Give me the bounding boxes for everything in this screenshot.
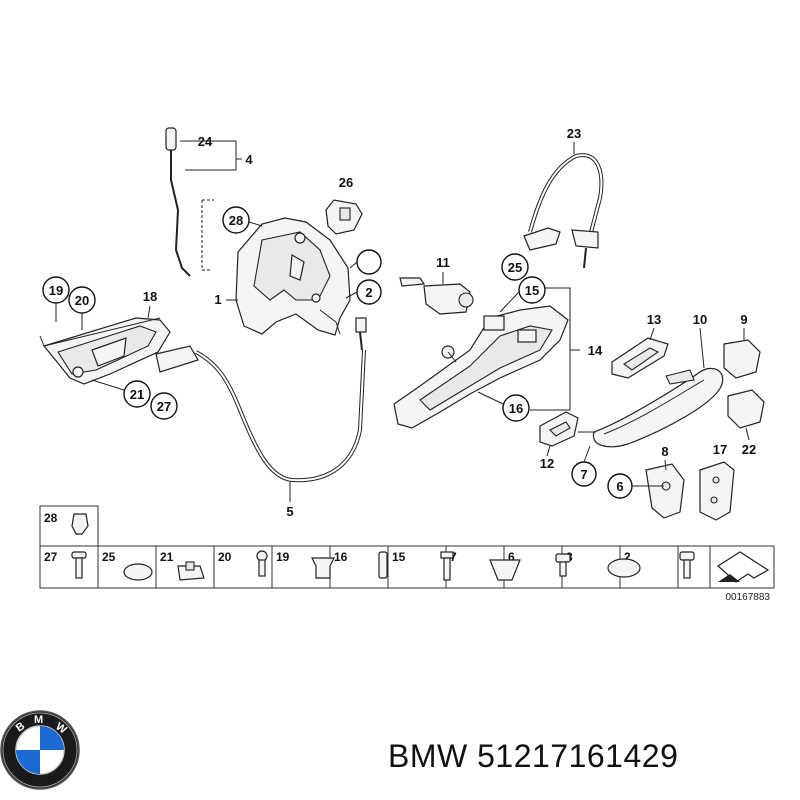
callout-4: 4 [245, 152, 253, 167]
table-label-16: 16 [334, 550, 348, 564]
callout-11: 11 [436, 255, 450, 270]
logo-letter-m: M [34, 714, 43, 726]
callout-12: 12 [540, 456, 554, 471]
callout-6: 6 [616, 479, 623, 494]
part-gasket-13 [611, 337, 669, 379]
callout-17: 17 [713, 442, 727, 457]
callout-9: 9 [740, 312, 747, 327]
reference-code: 00167883 [726, 592, 771, 603]
part-clip-26 [325, 199, 363, 235]
table-label-2: 2 [624, 550, 631, 564]
table-part-icons [71, 513, 770, 583]
callout-13: 13 [647, 312, 661, 327]
part-cylinder-11 [399, 277, 474, 315]
part-cap-22 [727, 389, 765, 429]
callout-23: 23 [567, 126, 581, 141]
leader-4 [185, 159, 237, 171]
parts-table [39, 505, 775, 589]
part-cover-17 [699, 461, 735, 521]
callout-10: 10 [693, 312, 707, 327]
part-cap-9 [723, 339, 761, 379]
callout-1: 1 [214, 292, 221, 307]
callout-24: 24 [198, 134, 213, 149]
callout-27: 27 [157, 399, 171, 414]
bmw-logo: B M W [0, 710, 80, 790]
part-gasket-12 [539, 411, 579, 447]
table-label-15: 15 [392, 550, 406, 564]
callout-16: 16 [509, 401, 523, 416]
callout-18: 18 [143, 289, 157, 304]
brand-part-number-title: BMW 51217161429 [388, 738, 679, 774]
part-inner-handle-18 [42, 317, 199, 385]
part-outer-handle-10 [592, 367, 724, 448]
callout-20: 20 [75, 293, 89, 308]
part-lock-body-1 [235, 217, 351, 336]
callout-21: 21 [130, 387, 144, 402]
callout-25: 25 [508, 260, 522, 275]
table-label-20: 20 [218, 550, 232, 564]
part-bracket-8 [645, 463, 685, 519]
table-label-28: 28 [44, 511, 58, 525]
callout-8: 8 [661, 444, 668, 459]
table-label-25: 25 [102, 550, 116, 564]
callout-28: 28 [229, 213, 243, 228]
callout-19: 19 [49, 283, 63, 298]
callout-5: 5 [286, 504, 293, 519]
part-rod-24 [165, 127, 191, 277]
table-label-6: 6 [508, 550, 515, 564]
table-label-27: 27 [44, 550, 58, 564]
table-label-21: 21 [160, 550, 174, 564]
callout-26: 26 [339, 175, 353, 190]
table-label-19: 19 [276, 550, 290, 564]
part-cable-5 [195, 317, 367, 483]
callout-14: 14 [588, 343, 603, 358]
callout-7: 7 [580, 467, 587, 482]
callout-22: 22 [742, 442, 756, 457]
callout-2: 2 [365, 285, 372, 300]
callout-15: 15 [525, 283, 539, 298]
leader-24 [180, 140, 242, 160]
part-carrier-14 [393, 305, 569, 429]
part-cable-23 [523, 153, 604, 269]
